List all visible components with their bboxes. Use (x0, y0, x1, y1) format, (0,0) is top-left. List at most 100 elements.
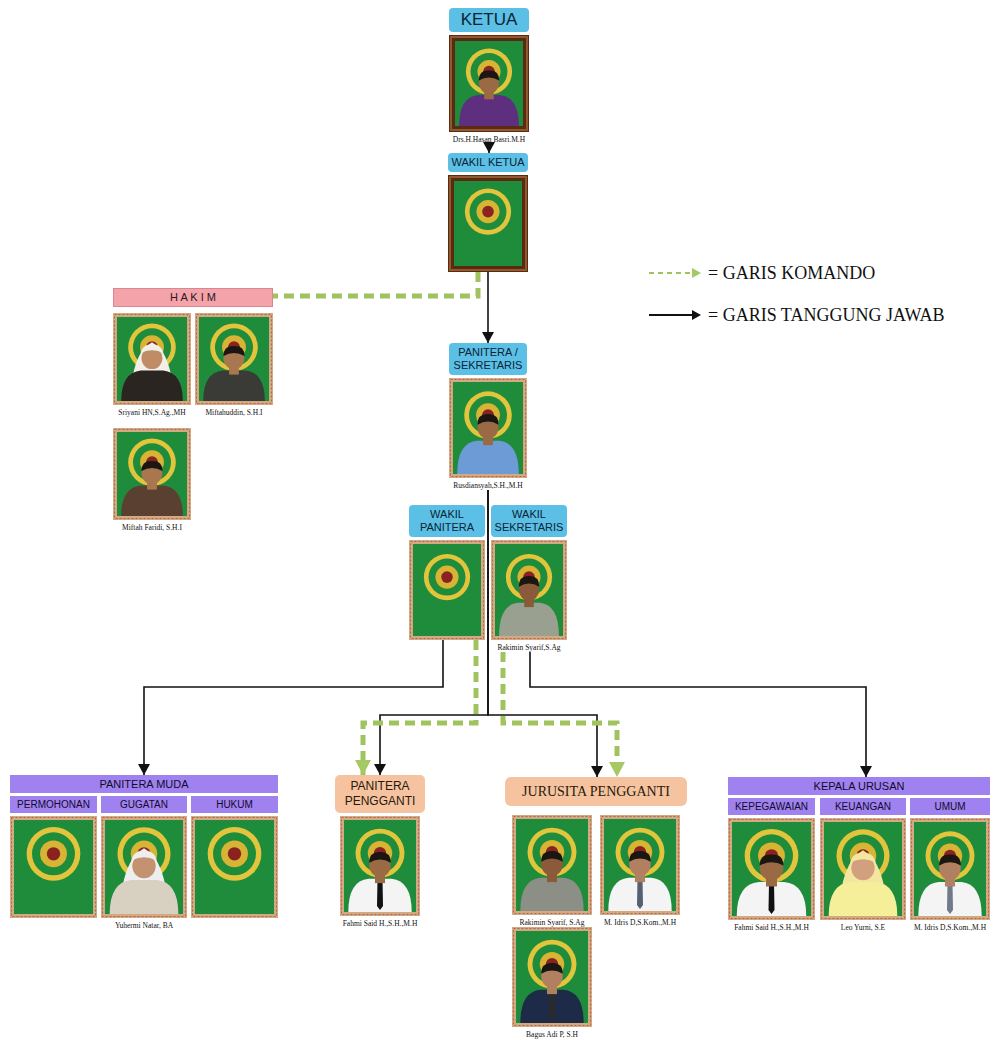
person-name: Yuhermi Natar, BA (101, 921, 187, 930)
photo-part (413, 544, 481, 636)
photo-frame (910, 818, 990, 920)
photo-part (466, 48, 512, 94)
photo-part (495, 544, 563, 636)
position-card: KETUADrs.H.Hasan Basri.M.H (449, 8, 529, 144)
position-card: Rakimin Syarif, S.Ag (512, 812, 592, 927)
photo-part (12, 818, 96, 917)
photo-frame (101, 816, 187, 918)
group-panel: JURUSITA PENGGANTIRakimin Syarif, S.AgM.… (505, 777, 687, 1039)
photo-part (454, 181, 522, 266)
position-title: GUGATAN (101, 796, 187, 813)
photo-part (850, 853, 877, 868)
photo-part (117, 432, 187, 516)
photo-frame (113, 313, 191, 405)
photo-part (732, 822, 811, 916)
photo-part (482, 206, 494, 218)
photo-part (451, 380, 526, 477)
photo-part (208, 827, 262, 881)
photo-part (730, 820, 814, 919)
responsibility-line (530, 652, 866, 777)
position-title: HUKUM (191, 796, 278, 813)
photo-part (464, 391, 512, 439)
photo-part (340, 816, 420, 916)
position-card: PANITERA / SEKRETARIS Rusdiansyah,S.H.,M.… (449, 343, 527, 490)
person-name: Leo Yurni, S.E (820, 923, 906, 932)
photo-part (191, 816, 278, 918)
photo-part (344, 820, 416, 912)
person-name: Rusdiansyah,S.H.,M.H (449, 481, 527, 490)
photo-part (745, 829, 799, 883)
photo-part (221, 840, 248, 867)
photo-part (115, 430, 190, 519)
photo-frame (10, 816, 97, 918)
responsibility-line (380, 490, 488, 775)
photo-part (512, 815, 592, 915)
photo-part (926, 831, 975, 880)
photo-part (369, 852, 391, 863)
photo-part (411, 542, 484, 639)
responsibility-line (144, 640, 443, 775)
photo-frame (512, 927, 592, 1027)
photo-part (121, 485, 183, 516)
position-card: WAKIL SEKRETARIS Rakimin Syarif,S.Ag (491, 505, 567, 652)
photo-part (491, 540, 567, 640)
photo-part (224, 346, 245, 356)
photo-part (453, 382, 523, 474)
position-card: GUGATAN Yuhermi Natar, BA (101, 796, 187, 930)
photo-part (499, 603, 559, 636)
position-title: WAKIL KETUA (448, 153, 528, 172)
photo-part (760, 855, 784, 866)
photo-part (918, 882, 981, 916)
position-card: PANITERA PENGGANTIFahmi Said H.,S.H.,M.H (335, 775, 425, 928)
person-name: Sriyani HN,S.Ag.,MH (113, 408, 191, 417)
photo-part (342, 818, 419, 915)
photo-frame (728, 818, 815, 920)
position-title: WAKIL SEKRETARIS (491, 505, 567, 537)
position-title: PANITERA / SEKRETARIS (449, 343, 527, 375)
photo-part (728, 818, 815, 920)
photo-part (435, 566, 458, 589)
position-card: Bagus Adi P, S.H (512, 924, 592, 1039)
photo-frame (113, 428, 191, 520)
photo-frame (449, 378, 527, 478)
photo-part (195, 313, 273, 405)
photo-part (769, 883, 775, 914)
photo-part (528, 828, 577, 877)
photo-part (608, 878, 671, 911)
photo-part (939, 855, 961, 866)
photo-part (377, 880, 383, 910)
photo-part (493, 542, 566, 639)
position-card: Sriyani HN,S.Ag.,MH (113, 310, 191, 417)
photo-frame (449, 35, 529, 132)
photo-part (604, 819, 676, 911)
person-name: Drs.H.Hasan Basri.M.H (449, 135, 529, 144)
legend-sample (648, 266, 704, 280)
photo-part (199, 317, 269, 401)
person-name: Fahmi Said H.,S.H.,M.H (335, 919, 425, 928)
person-name: M. Idris D,S.Kom.,M.H (600, 918, 680, 927)
position-card: Miftah Faridi, S.H.I (113, 425, 191, 532)
photo-part (476, 200, 499, 223)
photo-part (103, 818, 186, 917)
photo-part (441, 571, 453, 583)
photo-part (459, 95, 519, 126)
position-card: PERMOHONAN (10, 796, 97, 918)
photo-part (429, 559, 466, 596)
photo-part (479, 70, 499, 80)
position-title: KEUANGAN (820, 798, 906, 815)
photo-part (541, 963, 563, 974)
photo-part (117, 827, 170, 880)
photo-part (449, 378, 527, 478)
person-name: Rakimin Syarif,S.Ag (491, 643, 567, 652)
group-panel: H A K I MSriyani HN,S.Ag.,MHMiftahuddin,… (113, 288, 273, 532)
photo-frame (409, 540, 485, 640)
photo-part (128, 438, 176, 486)
group-heading: KEPALA URUSAN (728, 777, 990, 795)
photo-part (541, 851, 563, 862)
photo-part (142, 461, 163, 471)
position-title: KEPEGAWAIAN (728, 798, 815, 815)
photo-frame (512, 815, 592, 915)
person-name: Bagus Adi P, S.H (512, 1030, 592, 1039)
photo-part (602, 817, 679, 914)
photo-part (516, 931, 588, 1023)
